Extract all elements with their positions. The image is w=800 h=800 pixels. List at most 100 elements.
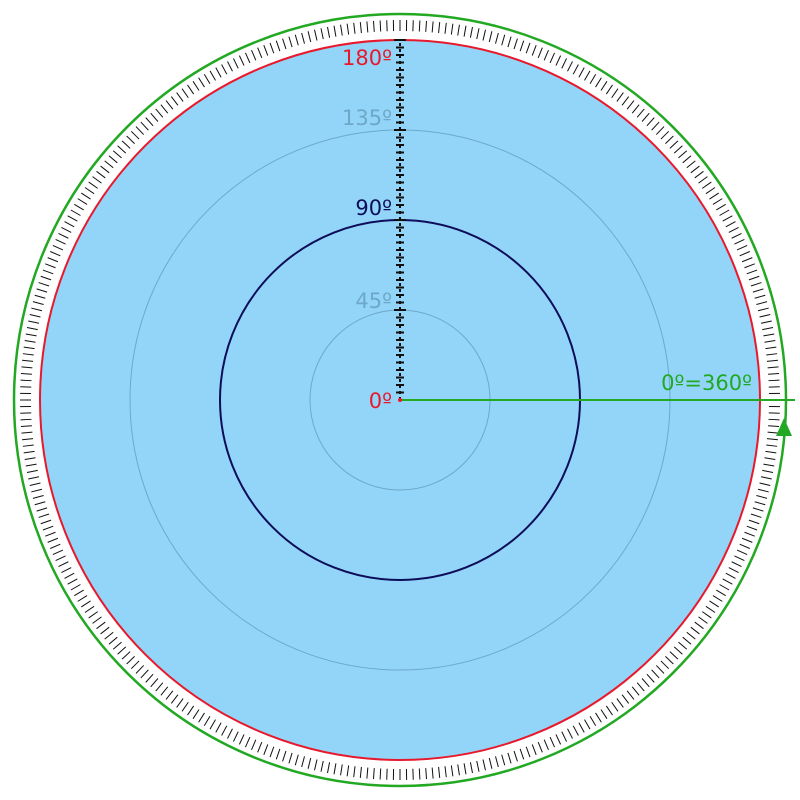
rim-tick: [766, 359, 778, 362]
rim-tick: [67, 578, 78, 585]
rim-tick: [669, 140, 679, 149]
rim-tick: [244, 52, 251, 64]
rim-tick: [192, 81, 200, 91]
rim-tick: [353, 22, 356, 34]
rim-tick: [728, 567, 739, 573]
rim-tick: [728, 227, 739, 233]
rim-tick: [734, 238, 745, 245]
rim-tick: [155, 108, 164, 118]
rim-tick: [744, 531, 755, 537]
rim-tick: [26, 327, 38, 331]
rim-tick: [74, 589, 84, 597]
rim-tick: [768, 425, 780, 428]
rim-tick: [340, 24, 343, 36]
rim-tick: [379, 768, 382, 780]
rim-tick: [768, 379, 780, 382]
rim-tick: [507, 752, 512, 764]
rim-tick: [307, 31, 312, 43]
rim-tick: [748, 519, 760, 525]
rim-tick: [42, 525, 54, 531]
rim-tick: [58, 561, 69, 568]
rim-tick: [746, 525, 758, 531]
rim-tick: [269, 42, 275, 54]
rim-tick: [55, 238, 66, 245]
rim-tick: [100, 626, 110, 635]
rim-tick: [81, 192, 91, 200]
rim-tick: [444, 766, 447, 778]
rim-tick: [301, 32, 305, 44]
rim-tick: [578, 67, 585, 78]
rim-tick: [549, 52, 556, 64]
rim-tick: [525, 746, 531, 758]
rim-tick: [22, 438, 34, 441]
rim-tick: [52, 244, 64, 251]
rim-tick: [176, 698, 184, 708]
rim-tick: [752, 507, 764, 512]
rim-tick: [20, 379, 32, 382]
rim-tick: [678, 641, 688, 650]
rim-tick: [690, 165, 700, 174]
rim-tick: [641, 112, 650, 122]
rim-tick: [418, 20, 421, 32]
rim-tick: [84, 187, 95, 195]
rim-tick: [626, 100, 635, 110]
rim-tick: [694, 621, 704, 630]
rim-tick: [121, 140, 131, 149]
rim-tick: [333, 763, 337, 775]
rim-tick: [238, 734, 245, 745]
rim-tick: [469, 26, 473, 38]
rim-tick: [476, 760, 480, 772]
rim-tick: [605, 705, 613, 716]
rim-tick: [438, 22, 441, 34]
rim-tick: [698, 176, 708, 184]
arrow-up-icon: [776, 418, 792, 436]
rim-tick: [660, 660, 670, 670]
rim-tick: [22, 353, 34, 356]
rim-tick: [36, 288, 48, 293]
rim-tick: [763, 463, 775, 467]
rim-tick: [549, 736, 556, 748]
rim-tick: [646, 117, 655, 127]
rim-tick: [20, 425, 32, 428]
rim-tick: [519, 748, 525, 760]
rim-tick: [181, 701, 189, 712]
rim-tick: [47, 257, 59, 263]
rim-tick: [572, 64, 579, 75]
rim-tick: [543, 739, 549, 750]
rim-tick: [104, 160, 114, 169]
rim-tick: [221, 725, 228, 736]
rim-tick: [359, 22, 362, 34]
rim-tick: [719, 584, 730, 591]
rim-tick: [50, 543, 61, 549]
rim-tick: [760, 476, 772, 480]
rim-tick: [567, 728, 573, 739]
rim-tick: [32, 495, 44, 499]
rim-tick: [140, 669, 149, 679]
rim-tick: [757, 307, 769, 312]
rim-tick: [314, 759, 318, 771]
rim-tick: [42, 269, 54, 275]
rim-tick: [170, 694, 179, 704]
label-azimuth-zero: 0º=360º: [661, 371, 752, 395]
rim-tick: [450, 765, 454, 777]
rim-tick: [282, 750, 287, 762]
rim-tick: [121, 651, 131, 660]
rim-tick: [736, 244, 748, 251]
rim-tick: [29, 314, 41, 318]
rim-tick: [736, 549, 748, 556]
rim-tick: [611, 88, 619, 99]
rim-tick: [561, 731, 568, 742]
rim-tick: [767, 366, 779, 369]
rim-tick: [160, 686, 169, 696]
rim-tick: [192, 709, 200, 719]
rim-tick: [34, 294, 46, 299]
rim-tick: [145, 117, 154, 127]
rim-tick: [513, 750, 518, 762]
rim-tick: [673, 145, 683, 154]
rim-tick: [282, 38, 287, 50]
rim-tick: [616, 92, 624, 102]
rim-tick: [646, 673, 655, 683]
rim-tick: [463, 25, 467, 37]
rim-tick: [288, 752, 293, 764]
rim-tick: [269, 746, 275, 758]
